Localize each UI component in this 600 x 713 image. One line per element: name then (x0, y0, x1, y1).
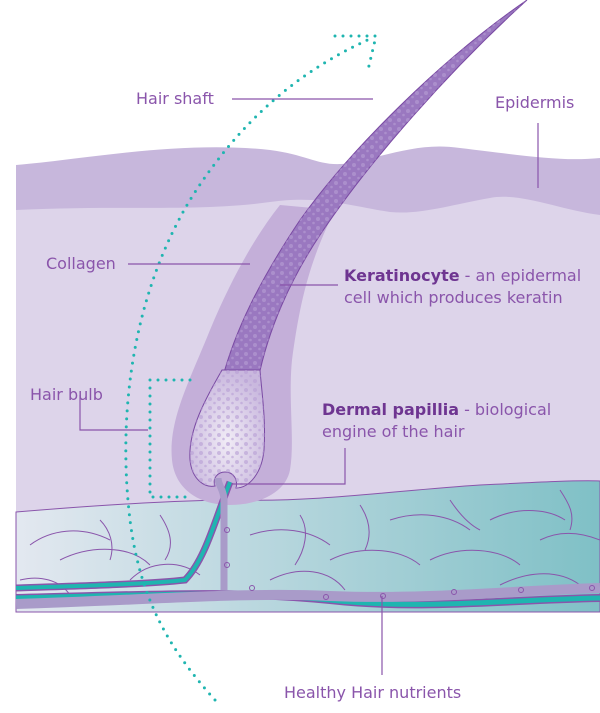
dermal-papillia-desc-1: - biological (458, 400, 552, 419)
keratinocyte-desc-1: - an epidermal (459, 266, 582, 285)
nutrient-path (124, 34, 378, 702)
label-dermal-papillia: Dermal papillia - biological engine of t… (322, 399, 551, 443)
label-hair-shaft: Hair shaft (136, 89, 214, 108)
dermal-papillia-desc-2: engine of the hair (322, 422, 465, 441)
label-nutrients: Healthy Hair nutrients (284, 683, 462, 702)
epidermis-layer (16, 146, 600, 215)
label-keratinocyte: Keratinocyte - an epidermal cell which p… (344, 265, 581, 309)
leader-lines (79, 98, 539, 675)
label-epidermis: Epidermis (495, 93, 575, 112)
keratinocyte-desc-2: cell which produces keratin (344, 288, 563, 307)
blood-vessels (15, 477, 600, 609)
keratinocyte-term: Keratinocyte (344, 266, 460, 285)
tissue-cell-lines (19, 489, 600, 596)
label-collagen: Collagen (46, 254, 116, 273)
dermal-papillia-term: Dermal papillia (322, 400, 459, 419)
label-hair-bulb: Hair bulb (30, 385, 103, 404)
